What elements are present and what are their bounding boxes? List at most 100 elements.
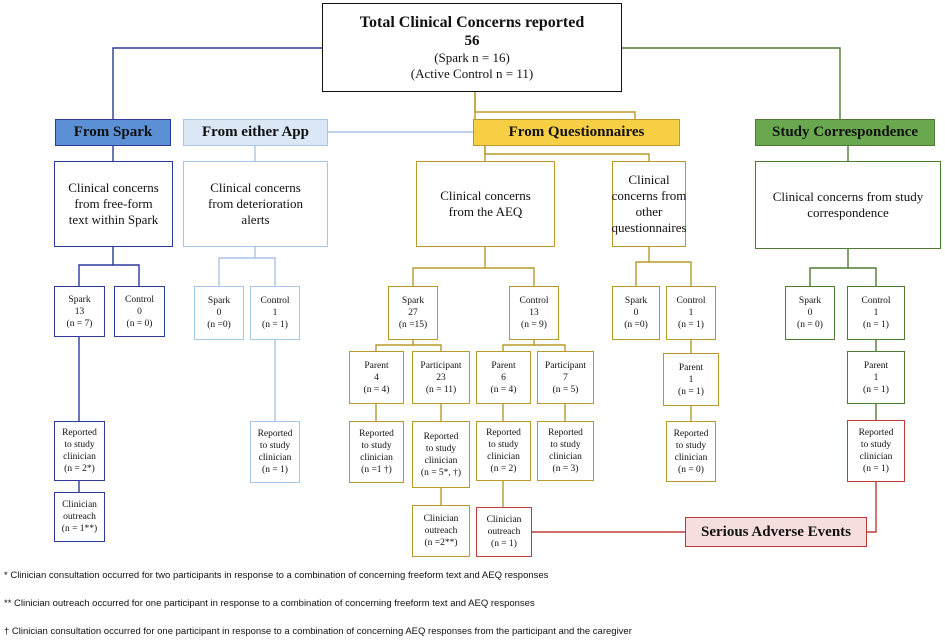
node-text-line: 1 <box>272 308 278 318</box>
node-text-line: Spark <box>68 294 91 305</box>
connector-aeq-control-split-2 <box>534 344 566 351</box>
node-text-line: 13 <box>74 306 85 317</box>
connector-aeq-spark-split-2 <box>413 344 442 351</box>
node-text-line: (n = 1) <box>863 320 889 330</box>
header-from-questionnaires-label: From Questionnaires <box>508 124 645 140</box>
total-concerns-box: Total Clinical Concerns reported 56 (Spa… <box>322 3 622 92</box>
total-title: Total Clinical Concerns reported <box>359 14 585 31</box>
node-aeq-ctl-parent-outreach: Clinician outreach (n = 1) <box>476 507 532 557</box>
node-text-line: clinician <box>424 455 458 466</box>
node-text-line: from deterioration <box>208 196 303 211</box>
connector-total-to-questionnaires <box>474 92 636 119</box>
node-text-line: to study <box>64 440 95 450</box>
node-text-line: to study <box>860 440 892 450</box>
node-text-line: Parent <box>678 362 704 373</box>
node-text-line: 27 <box>408 308 418 318</box>
footnote-1: * Clinician consultation occurred for tw… <box>4 570 549 581</box>
header-from-questionnaires: From Questionnaires <box>473 119 680 146</box>
node-text-line: Clinical concerns <box>68 180 159 195</box>
serious-adverse-events-label: Serious Adverse Events <box>701 523 851 540</box>
node-text-line: 0 <box>216 308 222 318</box>
node-text-line: (n = 2*) <box>64 464 95 474</box>
node-text-line: Clinician <box>423 514 459 524</box>
node-text-line: questionnaires <box>611 220 687 235</box>
node-text-line: Clinical concerns <box>210 180 301 195</box>
node-text-line: (n = 9) <box>521 320 547 330</box>
node-text-line: Clinical concerns <box>440 188 531 203</box>
connector-spark-split-2 <box>113 264 140 286</box>
node-text-line: Control <box>260 296 290 306</box>
node-text-line: (n = 1) <box>262 465 288 475</box>
node-text-line: Reported <box>486 428 521 438</box>
node-text-line: clinician <box>674 452 708 463</box>
connector-aeq-split-2 <box>485 267 535 286</box>
total-spark: (Spark n = 16) <box>434 50 510 65</box>
node-text-line: (n = 1) <box>863 464 889 474</box>
node-text-line: concerns from <box>611 188 687 203</box>
node-text-line: Reported <box>548 428 583 438</box>
node-spark-outreach: Clinician outreach (n = 1**) <box>54 492 105 542</box>
node-text-line: to study <box>259 441 291 451</box>
node-text-line: outreach <box>63 512 96 522</box>
node-text-line: (n =0) <box>624 320 648 330</box>
node-text-line: 23 <box>436 372 446 383</box>
node-text-line: correspondence <box>807 205 889 220</box>
footnote-3: † Clinician consultation occurred for on… <box>4 626 632 637</box>
node-text-line: Clinician <box>486 515 522 525</box>
total-control: (Active Control n = 11) <box>410 66 534 81</box>
node-text-line: (n = 5) <box>552 384 579 395</box>
connector-reported-to-sae <box>867 482 877 533</box>
node-text-line: Clinical <box>628 172 670 187</box>
node-text-line: (n = 1) <box>678 320 704 330</box>
node-aeq-control: Control 13 (n = 9) <box>509 286 559 340</box>
connector-app-split-2 <box>255 257 276 286</box>
node-text-line: text within Spark <box>68 212 159 227</box>
node-text-line: (n = 1**) <box>61 524 98 534</box>
node-text-line: (n = 4) <box>490 384 517 395</box>
node-text-line: outreach <box>487 527 521 537</box>
node-text-line: (n = 11) <box>425 384 457 395</box>
node-text-line: alerts <box>241 212 270 227</box>
node-text-line: (n = 0) <box>797 320 823 330</box>
node-text-line: (n = 0) <box>678 464 704 475</box>
node-text-line: from free-form <box>74 196 153 211</box>
node-text-line: Spark <box>798 296 822 306</box>
node-text-line: (n =2**) <box>424 538 458 548</box>
connector-total-to-spark <box>112 47 322 119</box>
node-text-line: Reported <box>359 429 394 439</box>
node-text-line: Reported <box>673 428 709 439</box>
node-text-line: to study <box>488 440 519 450</box>
node-text-line: Reported <box>257 429 293 439</box>
header-from-either-app-label: From either App <box>202 124 309 140</box>
connector-aeq-spark-split <box>375 340 414 351</box>
node-text-line: 0 <box>633 308 639 318</box>
node-text-line: (n = 1) <box>678 386 704 397</box>
node-text-line: (n = 1) <box>491 539 517 549</box>
header-from-either-app: From either App <box>183 119 328 146</box>
node-text-line: 13 <box>529 308 539 318</box>
connector-aeq-control-split <box>502 340 535 351</box>
node-text-line: Control <box>124 294 155 305</box>
node-text-line: (n = 0) <box>126 318 153 329</box>
node-text-line: Control <box>519 296 549 306</box>
node-text-line: to study <box>425 443 457 454</box>
node-text-line: (n = 1) <box>262 320 288 330</box>
header-from-spark: From Spark <box>55 119 171 146</box>
node-text-line: Clinician <box>62 500 97 510</box>
